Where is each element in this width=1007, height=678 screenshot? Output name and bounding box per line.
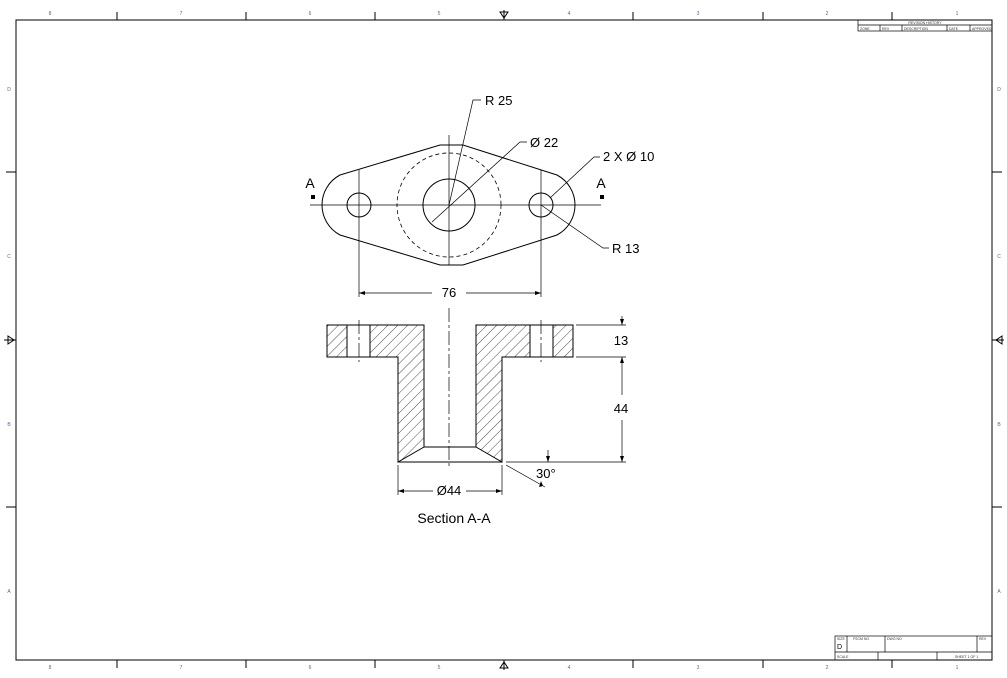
zone-label: B — [997, 422, 1001, 428]
zone-label: 7 — [180, 665, 183, 671]
dim-width: 76 — [442, 285, 456, 300]
rev-header: DATE — [949, 27, 959, 31]
rev-header: DESCRIPTION — [904, 27, 928, 31]
zone-label: 8 — [49, 11, 52, 17]
zone-label: 4 — [568, 11, 571, 17]
zone-label: 2 — [826, 665, 829, 671]
dim-chamfer-angle: 30° — [536, 466, 556, 481]
sheet-label: SHEET 1 OF 1 — [955, 655, 978, 659]
rev-header: REV — [882, 27, 890, 31]
dim-r13: R 13 — [612, 241, 639, 256]
section-mark-right: A — [596, 175, 606, 191]
dwg-label: DWG NO — [887, 637, 902, 641]
zone-label: 2 — [826, 11, 829, 17]
zone-label: 1 — [956, 665, 959, 671]
zone-label: C — [7, 254, 11, 260]
section-mark-left: A — [305, 175, 315, 191]
fscm-label: FSCM NO — [853, 637, 869, 641]
zone-label: C — [997, 254, 1001, 260]
rev-label: REV — [979, 637, 987, 641]
size-value: D — [837, 644, 842, 651]
section-view: 13 44 Ø44 30° Section A-A — [326, 308, 628, 526]
zone-label: 3 — [697, 665, 700, 671]
zone-label: 4 — [568, 665, 571, 671]
sheet-border: 8 7 6 5 4 3 2 1 8 7 6 5 4 3 2 1 D C B A … — [4, 10, 1004, 671]
dim-hub-diameter: Ø44 — [437, 483, 462, 498]
top-view: 76 A A R 25 Ø 22 2 X Ø 10 R 13 — [305, 93, 654, 300]
zone-label: D — [7, 87, 11, 93]
section-caption: Section A-A — [417, 510, 491, 526]
zone-label: 5 — [438, 11, 441, 17]
rev-header: APPROVED — [972, 27, 992, 31]
zone-label: 5 — [438, 665, 441, 671]
dim-dia22: Ø 22 — [530, 135, 558, 150]
dim-flange-thickness: 13 — [614, 333, 628, 348]
zone-label: D — [997, 87, 1001, 93]
zone-label: 8 — [49, 665, 52, 671]
rev-header: ZONE — [860, 27, 870, 31]
size-label: SIZE — [837, 637, 845, 641]
zone-label: A — [997, 589, 1001, 595]
scale-label: SCALE — [837, 655, 849, 659]
zone-label: 6 — [309, 665, 312, 671]
zone-label: B — [7, 422, 11, 428]
title-block: SIZE D FSCM NO DWG NO REV SCALE SHEET 1 … — [834, 635, 993, 661]
dim-hub-height: 44 — [614, 401, 628, 416]
dim-r25: R 25 — [485, 93, 512, 108]
zone-label: 3 — [697, 11, 700, 17]
dim-holes: 2 X Ø 10 — [603, 149, 654, 164]
revision-history-block: REVISION HISTORY ZONE REV DESCRIPTION DA… — [857, 19, 993, 32]
zone-label: 1 — [956, 11, 959, 17]
zone-label: 7 — [180, 11, 183, 17]
zone-label: A — [7, 589, 11, 595]
revision-history-title: REVISION HISTORY — [908, 21, 942, 25]
zone-label: 6 — [309, 11, 312, 17]
